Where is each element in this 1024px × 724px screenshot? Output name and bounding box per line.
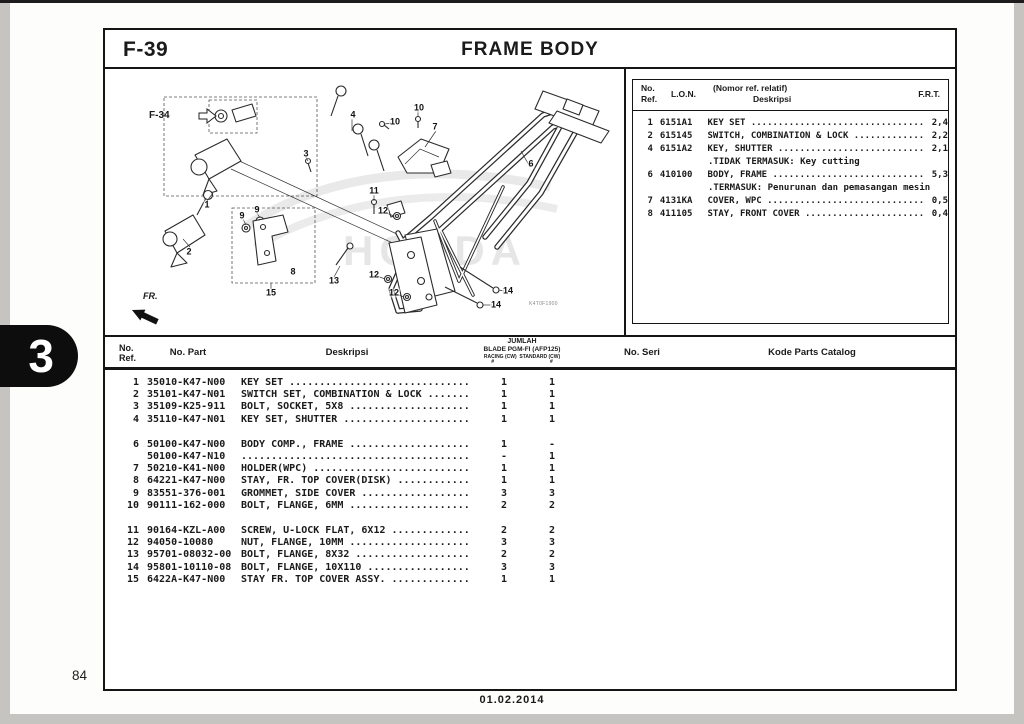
diagram-callout: 3: [302, 148, 310, 159]
vertical-divider: [624, 69, 626, 335]
diagram-callout: 14: [501, 285, 515, 296]
f34-arrow-icon: [198, 107, 217, 125]
diagram-callout: 11: [368, 185, 380, 196]
frame-mount-plates: [386, 200, 456, 314]
fr-direction-label: FR.: [143, 291, 158, 301]
parts-row: 50100-K47-N10...........................…: [147, 451, 555, 463]
lon-header-relatif: (Nomor ref. relatif): [713, 83, 788, 93]
dashed-box-stay: [231, 207, 316, 284]
model-label: BLADE PGM-FI (AFP125): [483, 346, 561, 353]
diagram-callout: 10: [388, 116, 402, 127]
wpc-cover-part: [397, 138, 452, 178]
diagram-callout: 9: [253, 204, 261, 215]
diagram-callout: 12: [367, 269, 381, 280]
diagram-callout: 12: [376, 205, 390, 216]
main-border-box: F-39 FRAME BODY HONDA: [103, 28, 957, 691]
dashed-box-keyset: [163, 96, 318, 197]
diagram-callout: 2: [185, 246, 193, 257]
lon-header-deskripsi: Deskripsi: [753, 94, 792, 104]
diagram-callout: 9: [238, 210, 246, 221]
page-header: F-39 FRAME BODY: [105, 30, 955, 69]
parts-header-ref: No.Ref.: [119, 343, 137, 363]
diagram-callout: 6: [527, 158, 535, 169]
variant-labels: RACING (CW) STANDARD (CW): [483, 354, 561, 360]
f34-reference-label: F-34: [149, 110, 170, 121]
keys-part: [330, 85, 385, 172]
exploded-diagram: HONDA: [105, 69, 624, 335]
section-code: F-39: [123, 38, 169, 61]
parts-header-deskripsi: Deskripsi: [325, 347, 369, 358]
lon-header-ref: No.Ref.: [641, 83, 658, 104]
footer-date: 01.02.2014: [479, 694, 545, 706]
diagram-code: K4T0F1900: [529, 301, 558, 307]
lon-table: No.Ref. L.O.N. (Nomor ref. relatif) Desk…: [632, 79, 949, 324]
diagram-callout: 7: [431, 121, 439, 132]
page-number: 84: [72, 668, 88, 683]
diagram-callout: 15: [264, 287, 278, 298]
diagram-callout: 14: [489, 299, 503, 310]
page-title: FRAME BODY: [461, 39, 599, 60]
diagram-callout: 8: [289, 266, 297, 277]
parts-header-catalog: Kode Parts Catalog: [768, 347, 856, 358]
frame-diagram-art: HONDA: [132, 85, 610, 325]
jumlah-label: JUMLAH: [507, 338, 537, 345]
diagram-callout: 12: [387, 287, 401, 298]
frame-rear-plates: [534, 90, 610, 144]
fastener-parts: [241, 115, 500, 309]
variant-marks: ##: [491, 359, 553, 365]
upper-region: HONDA: [105, 69, 955, 335]
parts-header-jumlah: JUMLAH BLADE PGM-FI (AFP125) RACING (CW)…: [452, 338, 592, 365]
diagram-callout: 13: [327, 275, 341, 286]
parts-header-part: No. Part: [169, 347, 207, 358]
lon-note: .TIDAK TERMASUK: Key cutting: [708, 157, 860, 167]
diagram-callout: 4: [349, 109, 357, 120]
lon-header-frt: F.R.T.: [918, 89, 940, 99]
lon-table-header: No.Ref. L.O.N. (Nomor ref. relatif) Desk…: [633, 80, 948, 111]
parts-table-header: No.Ref. No. Part Deskripsi JUMLAH BLADE …: [105, 335, 955, 370]
scan-top-edge: [0, 0, 1024, 3]
diagram-callout: 10: [412, 102, 426, 113]
chapter-tab: 3: [0, 325, 78, 387]
lon-header-lon: L.O.N.: [671, 89, 697, 99]
chapter-tab-number: 3: [28, 330, 54, 382]
diagram-callout: 1: [203, 199, 211, 210]
parts-header-seri: No. Seri: [624, 347, 660, 358]
fr-arrow-icon: [132, 309, 159, 325]
lon-note: .TERMASUK: Penurunan dan pemasangan mesi…: [708, 183, 931, 193]
switch-set-part: [162, 189, 214, 268]
stay-bracket-part: [252, 214, 289, 266]
